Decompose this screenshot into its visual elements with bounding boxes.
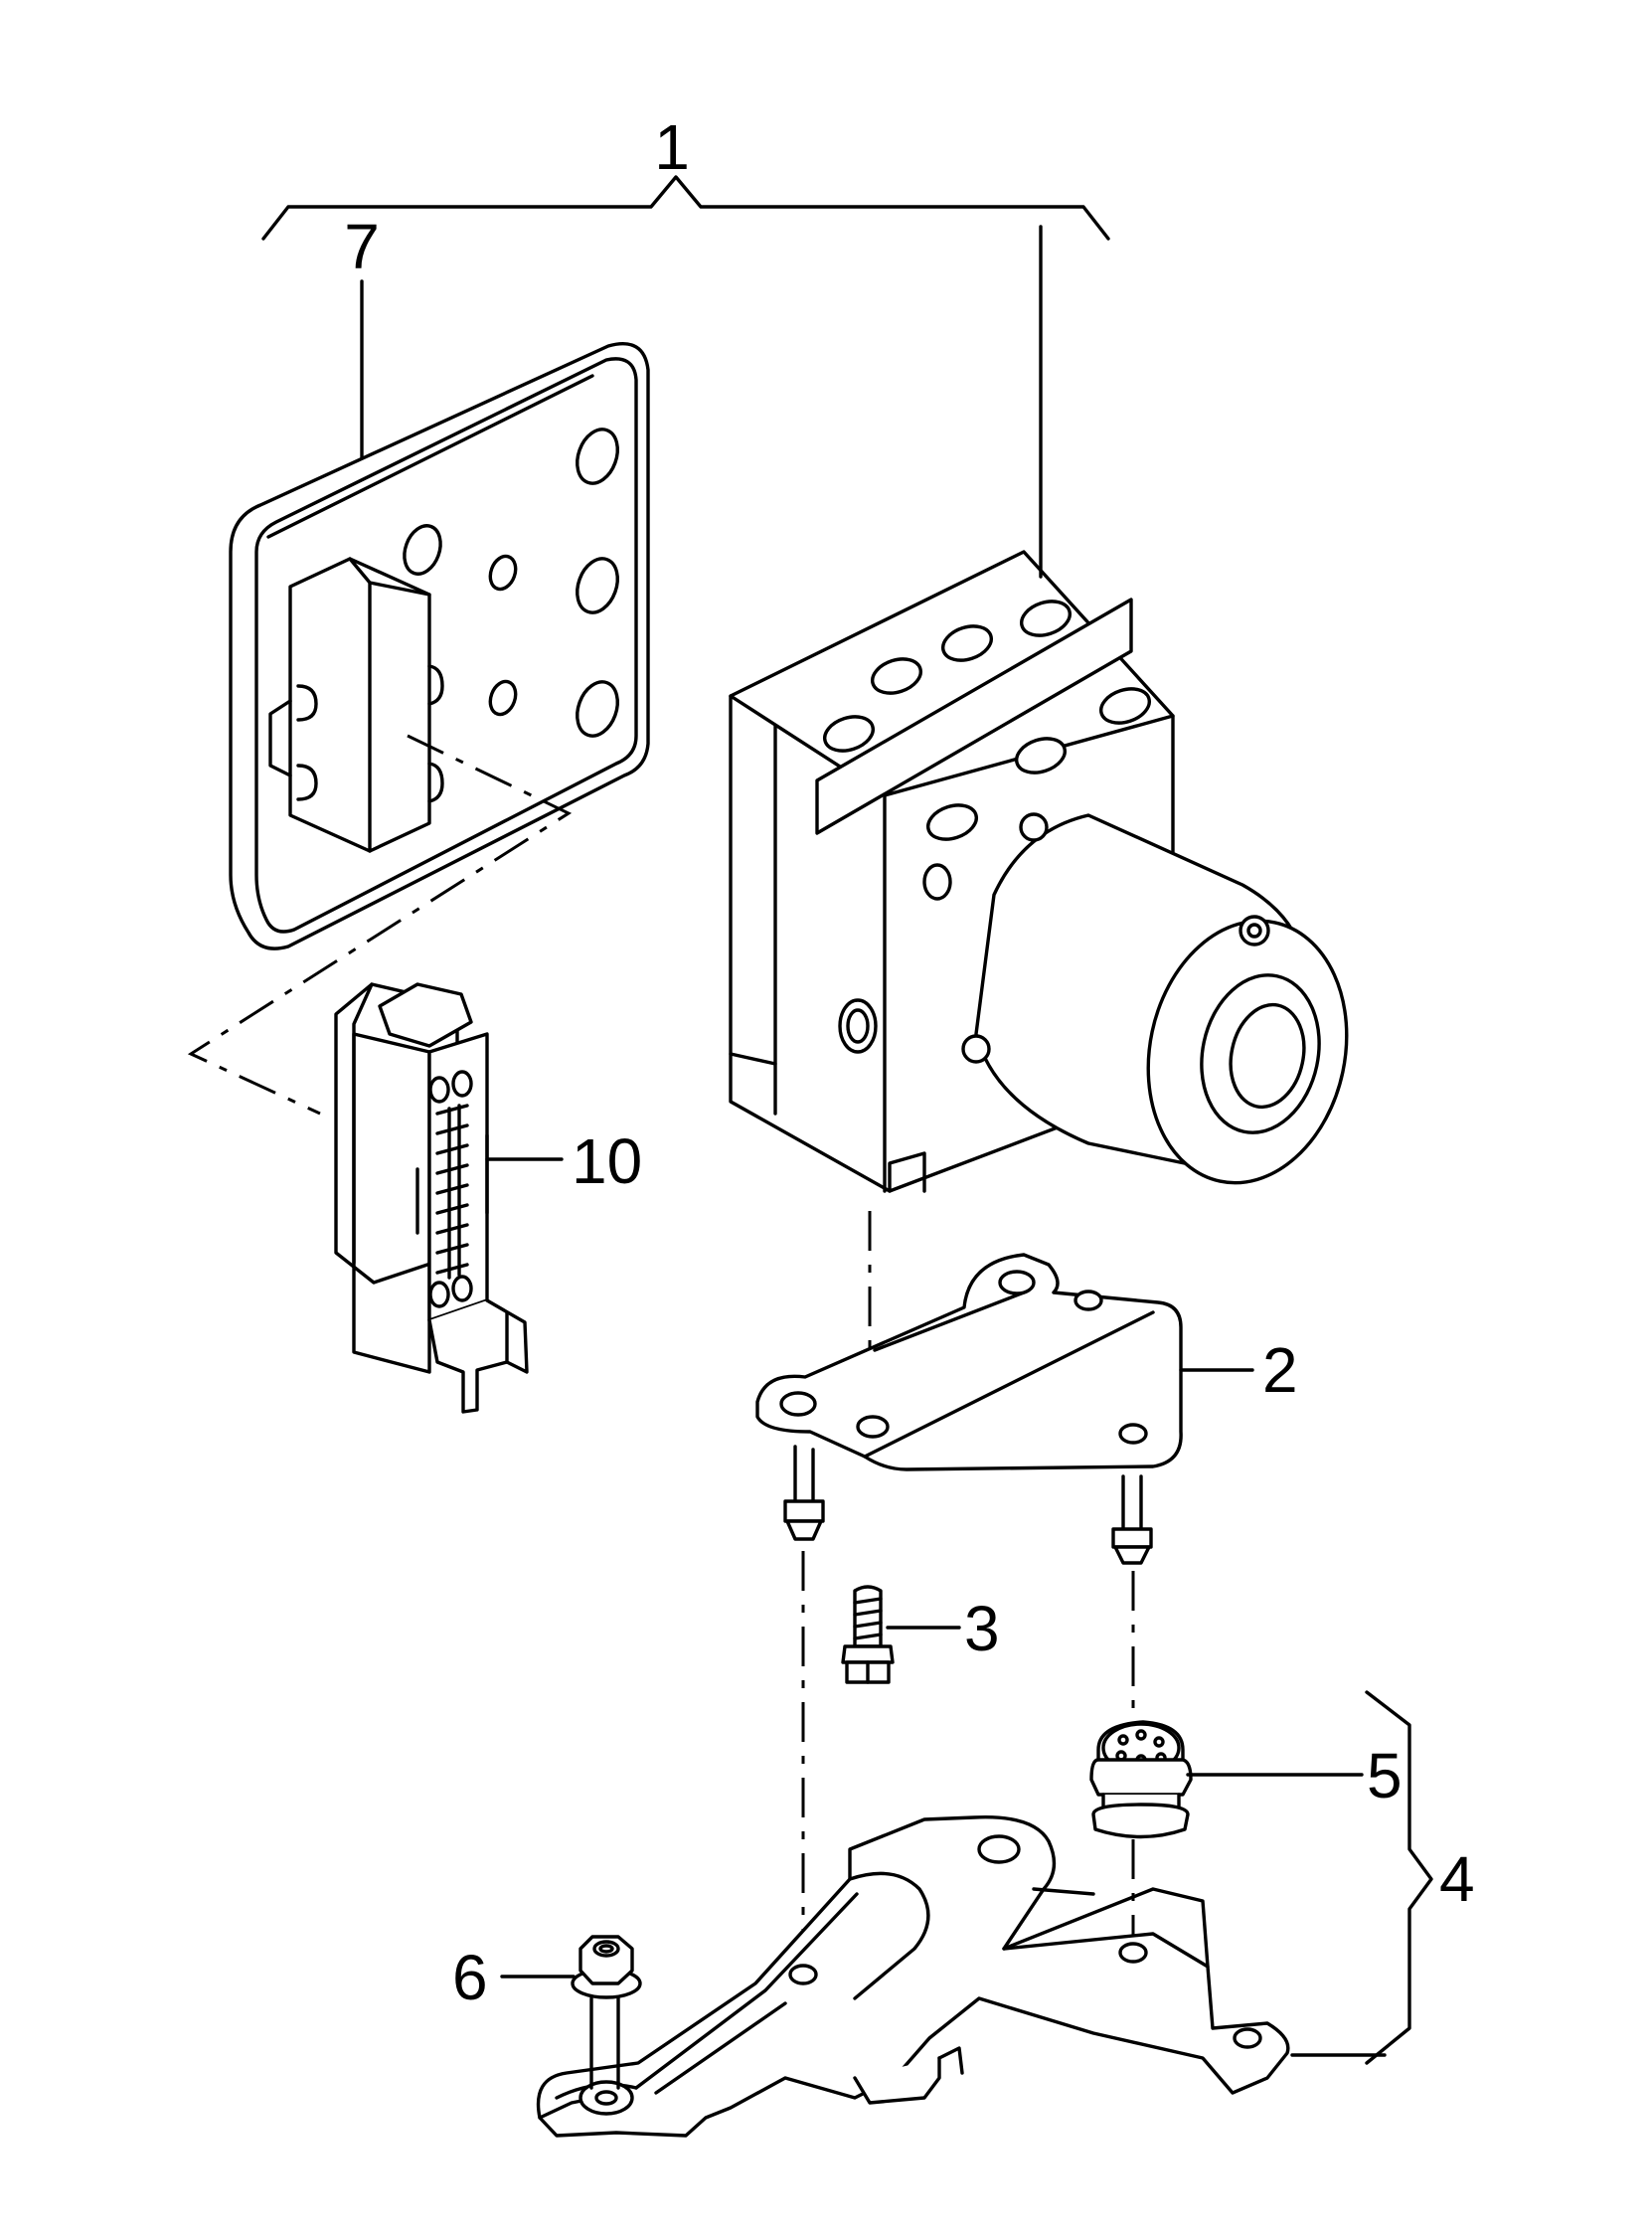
hydraulic-unit	[729, 225, 1349, 1193]
callout-2: 2	[1262, 1334, 1298, 1406]
assembly-bracket-4	[1365, 1690, 1433, 2065]
bolt-part-3	[841, 1585, 961, 1684]
connector-pins	[428, 1070, 473, 1308]
bracket-part-2	[755, 1253, 1254, 1565]
callout-6: 6	[452, 1942, 488, 2013]
callout-3: 3	[964, 1593, 1000, 1664]
connector-link-line	[187, 734, 573, 1116]
lower-bracket	[536, 1815, 1387, 2138]
callout-10: 10	[572, 1125, 642, 1197]
connector-part-10	[334, 982, 564, 1414]
callout-1: 1	[654, 111, 690, 183]
control-unit-part-7	[229, 279, 650, 950]
callout-7: 7	[344, 211, 380, 282]
callout-5: 5	[1367, 1740, 1403, 1811]
callout-4: 4	[1439, 1843, 1475, 1915]
nut-part-6	[500, 1935, 642, 2090]
assembly-bracket-1	[261, 175, 1110, 241]
rubber-mount-part-5	[1089, 1720, 1364, 1839]
